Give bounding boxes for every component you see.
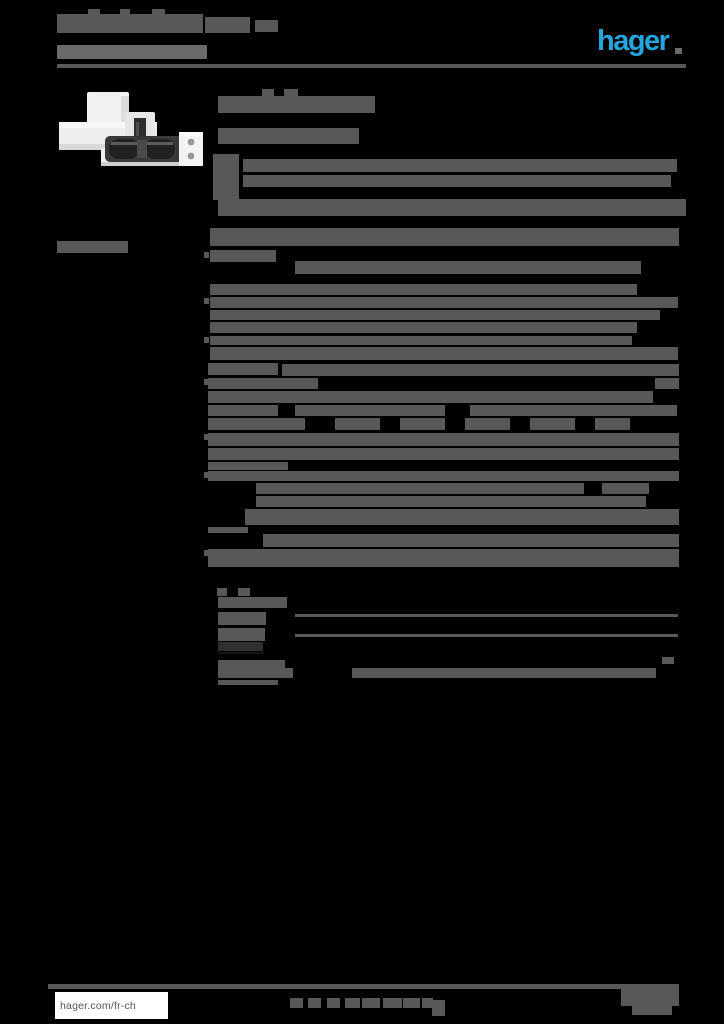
doc-title-ascender (152, 9, 165, 16)
row-tick (204, 550, 209, 556)
spec-value (245, 433, 679, 446)
header-rule (57, 64, 686, 68)
accessories-ascender (217, 588, 227, 596)
row-tick (204, 252, 209, 258)
spec-label (210, 250, 276, 262)
spec-value (245, 310, 660, 320)
spec-label (210, 228, 278, 246)
product-image (59, 92, 203, 166)
product-photo (57, 86, 205, 178)
spec-value (400, 418, 445, 430)
footer-note-word (362, 998, 380, 1008)
description-dropcap (213, 154, 239, 200)
spec-label (208, 462, 288, 470)
spec-row (208, 549, 679, 567)
catalog-link-underline[interactable] (218, 652, 263, 654)
footer-note-word (345, 998, 360, 1008)
footer-note-word (422, 998, 433, 1008)
spec-label (208, 363, 278, 375)
footer-note-word (308, 998, 321, 1008)
leader-line (295, 634, 678, 637)
spec-value (268, 347, 678, 360)
doc-subtitle-line (57, 45, 207, 59)
footnote-line (352, 668, 656, 678)
row-tick (204, 337, 209, 343)
spec-value (595, 418, 630, 430)
spec-label (210, 297, 275, 308)
footnote-line (218, 660, 285, 668)
spec-value (295, 405, 445, 416)
accessories-heading (218, 597, 287, 608)
footer-right-block (621, 984, 679, 1006)
footer-note-word (403, 998, 420, 1008)
footer-note-word (383, 998, 402, 1008)
spec-row (208, 471, 679, 481)
description-line (218, 199, 686, 216)
product-title-ascender (262, 89, 274, 97)
hager-logo: hager (597, 25, 670, 57)
spec-value (256, 483, 584, 494)
footer-rule (48, 984, 679, 989)
description-line (243, 159, 677, 172)
spec-value (263, 336, 632, 345)
spec-value (465, 418, 510, 430)
footer-note-descender (432, 1000, 445, 1016)
footnote-superscript (662, 657, 674, 664)
row-tick (204, 379, 209, 385)
spec-label (210, 347, 270, 360)
description-line (243, 175, 671, 187)
doc-title-line (57, 14, 203, 33)
spec-label (208, 418, 305, 430)
product-title-line (218, 96, 375, 113)
footer-note-word (327, 998, 340, 1008)
spec-value (263, 534, 679, 547)
spec-value (530, 418, 575, 430)
spec-row (245, 509, 679, 525)
spec-value (295, 261, 641, 274)
row-tick (204, 298, 209, 304)
doc-title-ascender (88, 9, 100, 16)
spec-value (282, 364, 679, 376)
spec-value-right (602, 483, 649, 494)
spec-label (208, 527, 248, 533)
spec-label (208, 378, 318, 389)
spec-value (470, 405, 677, 416)
spec-value (335, 418, 380, 430)
row-tick (204, 472, 209, 478)
product-title-ascender (284, 89, 298, 97)
footer-site-link[interactable]: hager.com/fr-ch (55, 992, 168, 1019)
footer-note-word (290, 998, 303, 1008)
doc-title-ascender (120, 9, 130, 16)
spec-value-right (655, 378, 679, 389)
spec-value (262, 228, 679, 246)
catalog-link-text[interactable] (218, 642, 263, 651)
spec-label (210, 322, 275, 333)
accessories-ascender (238, 588, 250, 596)
accessories-item (218, 628, 265, 641)
doc-title-line (205, 17, 250, 33)
spec-value (245, 284, 637, 295)
footnote-line (218, 668, 293, 678)
section-label (57, 241, 128, 253)
spec-row (208, 391, 653, 403)
spec-value (250, 322, 637, 333)
spec-value (256, 496, 646, 507)
row-tick (204, 434, 209, 440)
footer-right-block (632, 1006, 672, 1015)
doc-title-line (255, 20, 278, 32)
spec-row (208, 448, 679, 460)
spec-value (250, 297, 678, 308)
footer-site-label: hager.com/fr-ch (60, 999, 136, 1012)
spec-label (208, 405, 278, 416)
logo-residue (675, 48, 682, 54)
leader-line (295, 614, 678, 617)
spec-label (210, 336, 265, 345)
footnote-line (218, 680, 278, 685)
product-subtitle-line (218, 128, 359, 144)
accessories-item (218, 612, 266, 625)
